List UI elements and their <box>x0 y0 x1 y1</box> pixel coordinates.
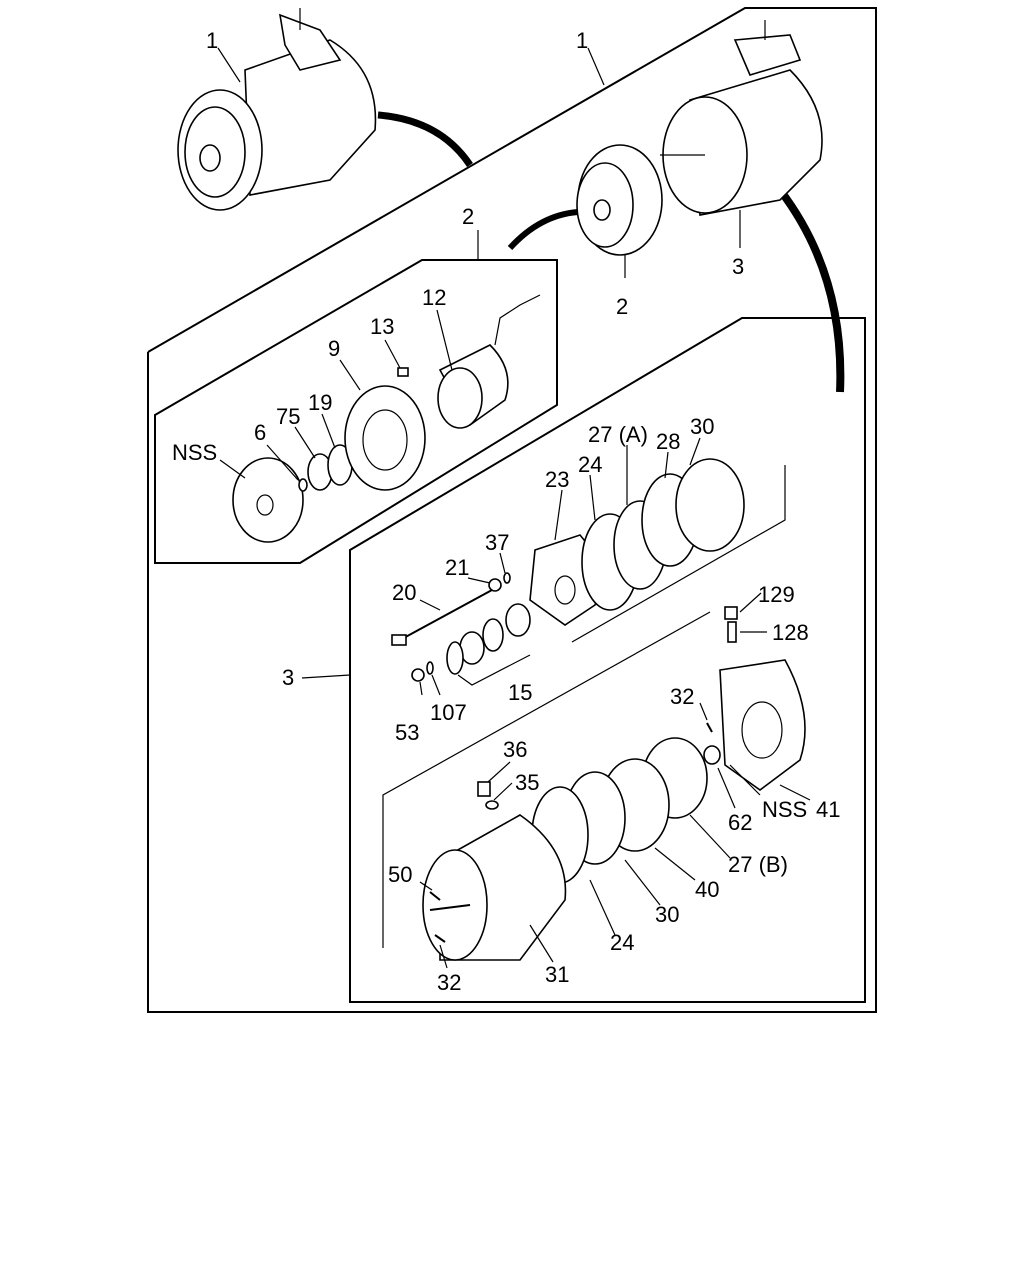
label-28: 28 <box>656 429 680 454</box>
label-9: 9 <box>328 336 340 361</box>
rear-parts-guide <box>382 611 711 948</box>
clutch-parts <box>232 294 541 543</box>
bolt-36 <box>477 781 491 797</box>
curve-arrow-mid <box>507 209 579 251</box>
label-23: 23 <box>545 467 569 492</box>
label-128: 128 <box>772 620 809 645</box>
body-frame <box>349 317 866 1003</box>
clutch-frame <box>154 259 558 564</box>
label-62: 62 <box>728 810 752 835</box>
seal-15c <box>505 603 531 637</box>
label-comp-body-side: 3 <box>282 665 294 690</box>
label-nss-rear: NSS <box>762 797 807 822</box>
rear-head-41 <box>719 659 806 791</box>
label-15: 15 <box>508 680 532 705</box>
label-nss-front: NSS <box>172 440 217 465</box>
nut-62 <box>703 745 721 765</box>
oring-35 <box>485 800 499 810</box>
label-53: 53 <box>395 720 419 745</box>
pin-50 <box>429 891 441 901</box>
compressor-body-right <box>660 20 823 216</box>
label-50: 50 <box>388 862 412 887</box>
label-24-top: 24 <box>578 452 602 477</box>
label-clutch-assy-mid: 2 <box>616 294 628 319</box>
label-37: 37 <box>485 530 509 555</box>
nut-53 <box>411 668 425 682</box>
label-19: 19 <box>308 390 332 415</box>
label-20: 20 <box>392 580 416 605</box>
label-27b: 27 (B) <box>728 852 788 877</box>
curve-arrow-right <box>776 187 845 393</box>
label-75: 75 <box>276 404 300 429</box>
label-clutch-assy: 2 <box>462 204 474 229</box>
pin-32-bot <box>434 934 446 943</box>
label-32-bot: 32 <box>437 970 461 995</box>
label-24-bot: 24 <box>610 930 634 955</box>
washer-6 <box>298 478 308 492</box>
ring-15 <box>446 641 464 675</box>
compressor-assembly-left <box>177 8 377 211</box>
curve-arrow-left <box>377 111 473 167</box>
front-body-parts <box>391 458 745 686</box>
plate-30 <box>675 458 745 552</box>
washer-21 <box>488 578 502 592</box>
label-32-right: 32 <box>670 684 694 709</box>
label-assy-compressor-top: 1 <box>576 28 588 53</box>
ring-107 <box>426 661 434 675</box>
seal-15b <box>482 618 504 652</box>
label-40: 40 <box>695 877 719 902</box>
oring-37 <box>503 572 511 584</box>
bolt-20 <box>399 589 493 641</box>
stud-128 <box>727 621 737 643</box>
label-30-top: 30 <box>690 414 714 439</box>
pulley-9 <box>344 385 426 491</box>
label-6: 6 <box>254 420 266 445</box>
leader-lines <box>217 47 811 969</box>
labels: 1 1 2 2 3 3 NSS 6 75 19 9 13 12 23 24 27… <box>172 28 840 995</box>
label-12: 12 <box>422 285 446 310</box>
label-assy-compressor: 1 <box>206 28 218 53</box>
outer-frame <box>147 7 877 1013</box>
label-129: 129 <box>758 582 795 607</box>
front-parts-guide <box>571 465 786 643</box>
shaft <box>429 904 471 911</box>
pin-32-right <box>706 722 713 733</box>
label-35: 35 <box>515 770 539 795</box>
label-36: 36 <box>503 737 527 762</box>
rear-body-parts <box>422 659 806 961</box>
label-comp-body: 3 <box>732 254 744 279</box>
label-31: 31 <box>545 962 569 987</box>
clutch-pulley-mid <box>576 144 663 256</box>
label-41: 41 <box>816 797 840 822</box>
label-107: 107 <box>430 700 467 725</box>
label-30-bot: 30 <box>655 902 679 927</box>
label-27a: 27 (A) <box>588 422 648 447</box>
label-13: 13 <box>370 314 394 339</box>
screw-13 <box>397 367 409 377</box>
label-21: 21 <box>445 555 469 580</box>
nut-129 <box>724 606 738 620</box>
front-plate <box>232 457 304 543</box>
